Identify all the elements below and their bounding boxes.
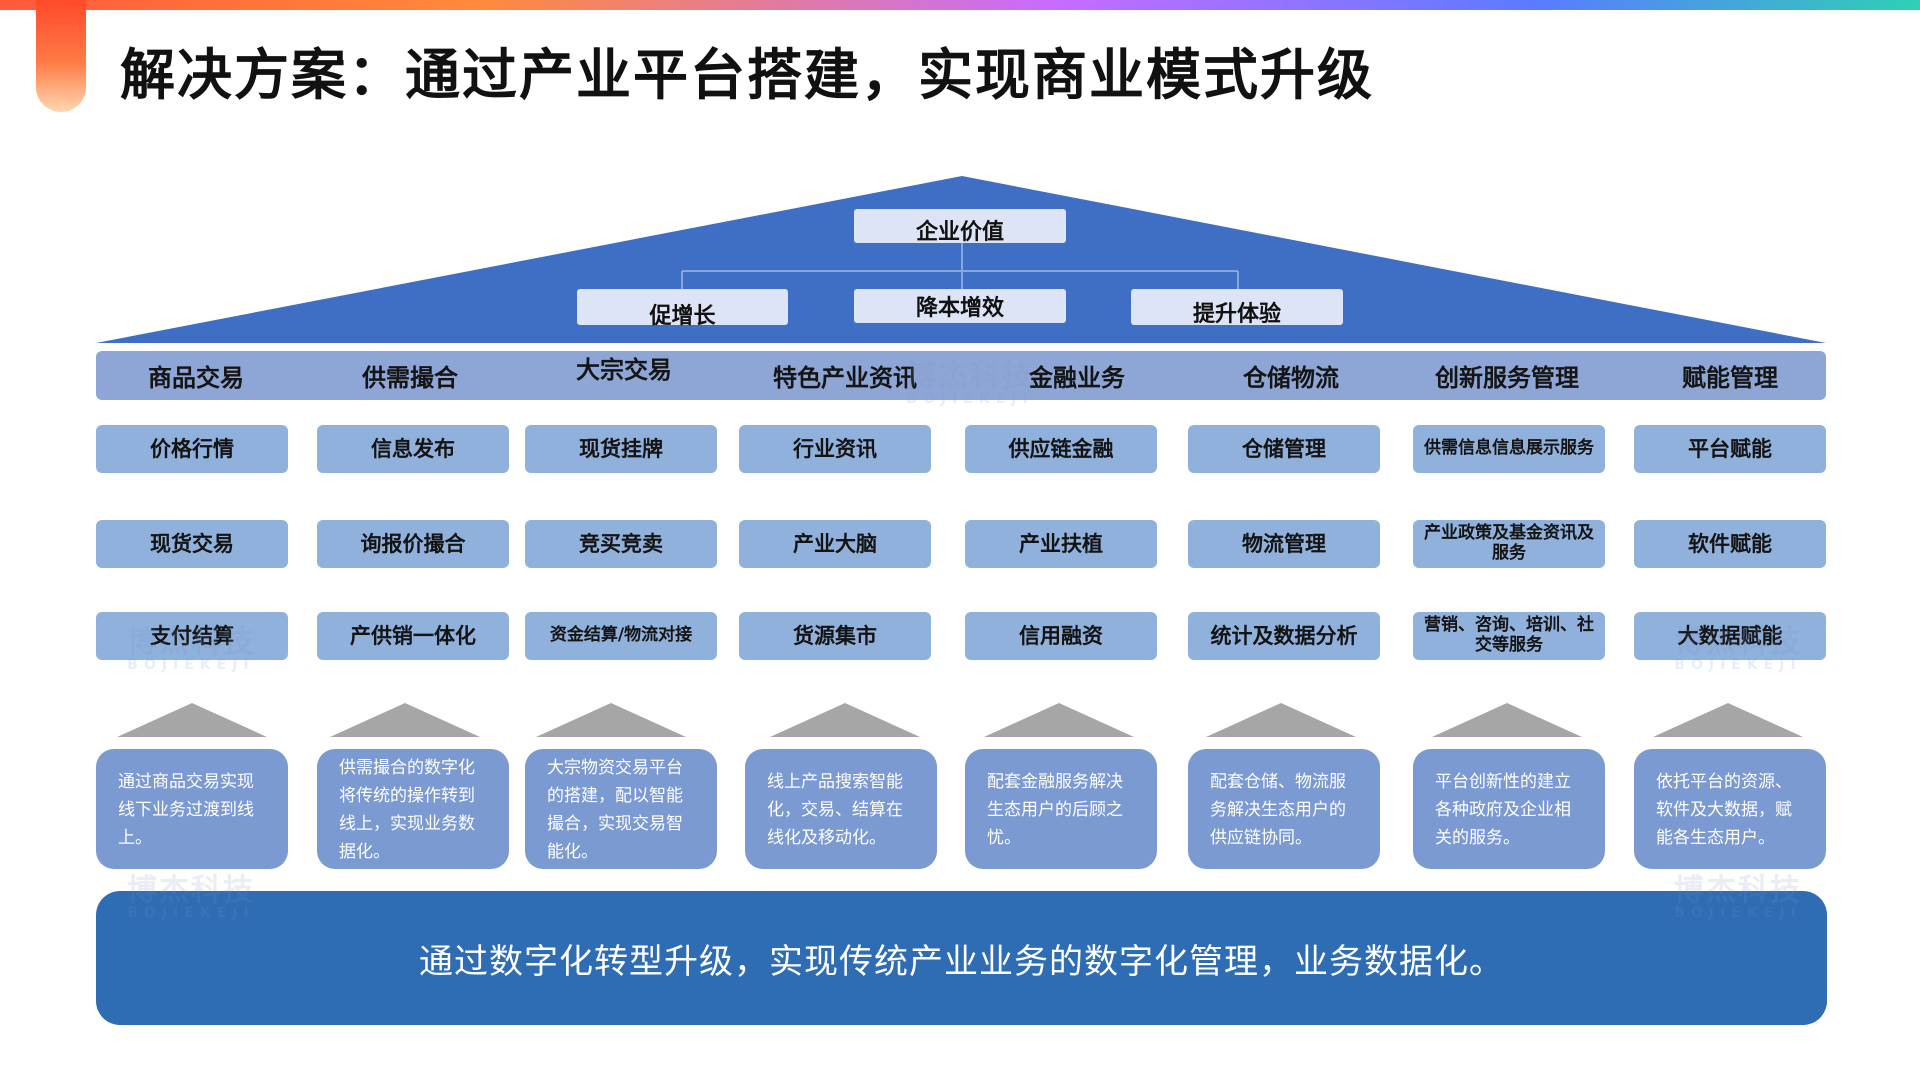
- category-finance: 金融业务: [1029, 364, 1125, 392]
- category-supply-demand: 供需撮合: [362, 364, 458, 392]
- feature-auction: 竞买竞卖: [525, 520, 717, 568]
- top-gradient-bar: [0, 0, 1920, 10]
- description-supply-demand: 供需撮合的数字化将传统的操作转到线上，实现业务数据化。: [317, 749, 509, 869]
- feature-marketing-training: 营销、咨询、培训、社交等服务: [1413, 612, 1605, 660]
- category-industry-news: 特色产业资讯: [773, 364, 917, 392]
- description-text: 平台创新性的建立各种政府及企业相关的服务。: [1435, 772, 1571, 848]
- description-text: 配套金融服务解决生态用户的后顾之忧。: [987, 772, 1123, 848]
- description-bulk-trade: 大宗物资交易平台的搭建，配以智能撮合，实现交易智能化。: [525, 749, 717, 869]
- feature-warehouse-management: 仓储管理: [1188, 425, 1380, 473]
- watermark-en: BOJIEKEJI: [906, 391, 1034, 407]
- roof-value-efficiency: 降本增效: [854, 289, 1066, 323]
- roof-value-experience: 提升体验: [1131, 289, 1343, 327]
- feature-industry-support: 产业扶植: [965, 520, 1157, 568]
- up-arrow: [330, 703, 480, 737]
- feature-platform-empowerment: 平台赋能: [1634, 425, 1826, 473]
- foundation-banner: 通过数字化转型升级，实现传统产业业务的数字化管理，业务数据化。: [96, 891, 1827, 1025]
- description-finance: 配套金融服务解决生态用户的后顾之忧。: [965, 749, 1157, 869]
- feature-industry-brain: 产业大脑: [739, 520, 931, 568]
- up-arrow: [1432, 703, 1582, 737]
- description-text: 线上产品搜索智能化，交易、结算在线化及移动化。: [767, 772, 903, 848]
- category-bulk-trade: 大宗交易: [576, 356, 672, 384]
- roof-value-growth: 促增长: [577, 289, 788, 329]
- feature-payment-settlement: 支付结算: [96, 612, 288, 660]
- feature-fund-logistics: 资金结算/物流对接: [525, 612, 717, 660]
- up-arrow: [536, 703, 686, 737]
- description-innovation-services: 平台创新性的建立各种政府及企业相关的服务。: [1413, 749, 1605, 869]
- watermark-en: BOJIEKEJI: [1674, 657, 1802, 673]
- feature-policy-fund-info: 产业政策及基金资讯及服务: [1413, 520, 1605, 568]
- up-arrow: [984, 703, 1134, 737]
- category-innovation-services: 创新服务管理: [1435, 364, 1579, 392]
- roof-diagram: [96, 176, 1826, 343]
- feature-spot-trading: 现货交易: [96, 520, 288, 568]
- feature-spot-listing: 现货挂牌: [525, 425, 717, 473]
- feature-logistics-management: 物流管理: [1188, 520, 1380, 568]
- description-commodity-trade: 通过商品交易实现线下业务过渡到线上。: [96, 749, 288, 869]
- category-warehouse-logistics: 仓储物流: [1243, 364, 1339, 392]
- feature-statistics-analysis: 统计及数据分析: [1188, 612, 1380, 660]
- description-text: 依托平台的资源、软件及大数据，赋能各生态用户。: [1656, 772, 1792, 848]
- roof-top-value: 企业价值: [854, 209, 1066, 245]
- description-empowerment: 依托平台的资源、软件及大数据，赋能各生态用户。: [1634, 749, 1826, 869]
- up-arrow: [770, 703, 920, 737]
- feature-info-publish: 信息发布: [317, 425, 509, 473]
- feature-bigdata-empowerment: 大数据赋能: [1634, 612, 1826, 660]
- description-warehouse-logistics: 配套仓储、物流服务解决生态用户的供应链协同。: [1188, 749, 1380, 869]
- feature-supply-chain-finance: 供应链金融: [965, 425, 1157, 473]
- feature-credit-financing: 信用融资: [965, 612, 1157, 660]
- watermark-en: BOJIEKEJI: [127, 657, 255, 673]
- watermark-cn: 博杰科技: [127, 873, 255, 908]
- feature-supply-market: 货源集市: [739, 612, 931, 660]
- feature-supply-info-display: 供需信息信息展示服务: [1413, 425, 1605, 473]
- foundation-banner-text: 通过数字化转型升级，实现传统产业业务的数字化管理，业务数据化。: [419, 941, 1504, 982]
- feature-industry-news: 行业资讯: [739, 425, 931, 473]
- feature-quote-matching: 询报价撮合: [317, 520, 509, 568]
- description-text: 大宗物资交易平台的搭建，配以智能撮合，实现交易智能化。: [547, 758, 683, 862]
- watermark-cn: 博杰科技: [127, 625, 255, 660]
- up-arrow: [1653, 703, 1803, 737]
- category-commodity-trade: 商品交易: [148, 364, 244, 392]
- watermark-cn: 博杰科技: [906, 359, 1034, 394]
- watermark-cn: 博杰科技: [1674, 873, 1802, 908]
- watermark-en: BOJIEKEJI: [127, 905, 255, 921]
- up-arrow: [117, 703, 267, 737]
- category-empowerment: 赋能管理: [1682, 364, 1778, 392]
- feature-software-empowerment: 软件赋能: [1634, 520, 1826, 568]
- feature-price-quotes: 价格行情: [96, 425, 288, 473]
- watermark-cn: 博杰科技: [1674, 625, 1802, 660]
- description-text: 通过商品交易实现线下业务过渡到线上。: [118, 772, 254, 848]
- corner-accent: [36, 0, 86, 112]
- feature-supply-chain-integration: 产供销一体化: [317, 612, 509, 660]
- description-text: 供需撮合的数字化将传统的操作转到线上，实现业务数据化。: [339, 758, 475, 862]
- watermark-en: BOJIEKEJI: [1674, 905, 1802, 921]
- category-bar: [96, 351, 1826, 400]
- up-arrow: [1206, 703, 1356, 737]
- description-text: 配套仓储、物流服务解决生态用户的供应链协同。: [1210, 772, 1346, 848]
- description-industry-news: 线上产品搜索智能化，交易、结算在线化及移动化。: [745, 749, 937, 869]
- page-title: 解决方案：通过产业平台搭建，实现商业模式升级: [120, 43, 1375, 107]
